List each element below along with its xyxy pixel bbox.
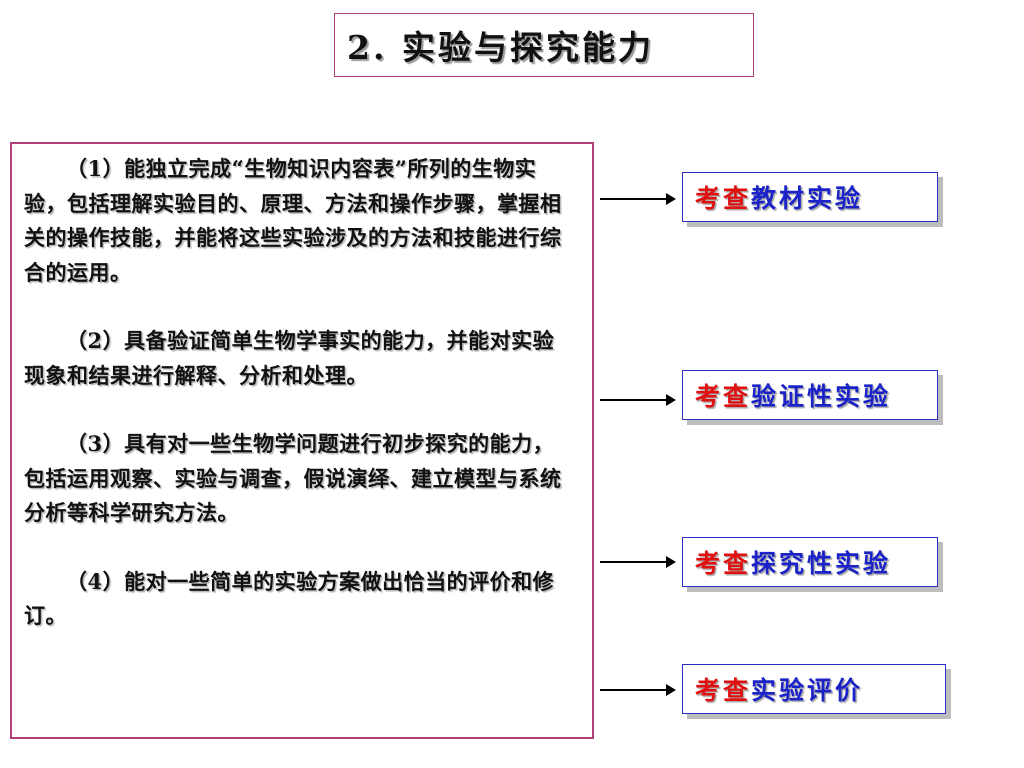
arrow-right-icon bbox=[600, 394, 676, 406]
requirement-paragraph-3: （3）具有对一些生物学问题进行初步探究的能力，包括运用观察、实验与调查，假说演绎… bbox=[24, 431, 562, 525]
tag-label: 验证性实验 bbox=[751, 382, 892, 411]
arrow-right-icon bbox=[600, 193, 676, 205]
tag-prefix: 考查 bbox=[695, 382, 752, 411]
tag-prefix: 考查 bbox=[695, 676, 752, 705]
requirements-panel: （1）能独立完成“生物知识内容表”所列的生物实验，包括理解实验目的、原理、方法和… bbox=[10, 142, 594, 739]
tag-inquiry-experiment: 考查探究性实验 bbox=[682, 537, 938, 587]
arrow-right-icon bbox=[600, 556, 676, 568]
requirement-paragraph-4: （4）能对一些简单的实验方案做出恰当的评价和修订。 bbox=[24, 568, 555, 629]
arrow-right-icon bbox=[600, 684, 676, 696]
tag-label: 教材实验 bbox=[751, 184, 864, 213]
tag-textbook-experiment: 考查教材实验 bbox=[682, 172, 938, 222]
tag-label: 探究性实验 bbox=[751, 549, 892, 578]
slide-title: 2. 实验与探究能力 bbox=[334, 13, 754, 77]
tag-verification-experiment: 考查验证性实验 bbox=[682, 370, 938, 420]
tag-prefix: 考查 bbox=[695, 549, 752, 578]
tag-experiment-evaluation: 考查实验评价 bbox=[682, 664, 946, 714]
requirement-paragraph-2: （2）具备验证简单生物学事实的能力，并能对实验现象和结果进行解释、分析和处理。 bbox=[24, 328, 555, 388]
tag-prefix: 考查 bbox=[695, 184, 752, 213]
tag-label: 实验评价 bbox=[751, 676, 864, 705]
requirement-paragraph-1: （1）能独立完成“生物知识内容表”所列的生物实验，包括理解实验目的、原理、方法和… bbox=[24, 156, 562, 285]
